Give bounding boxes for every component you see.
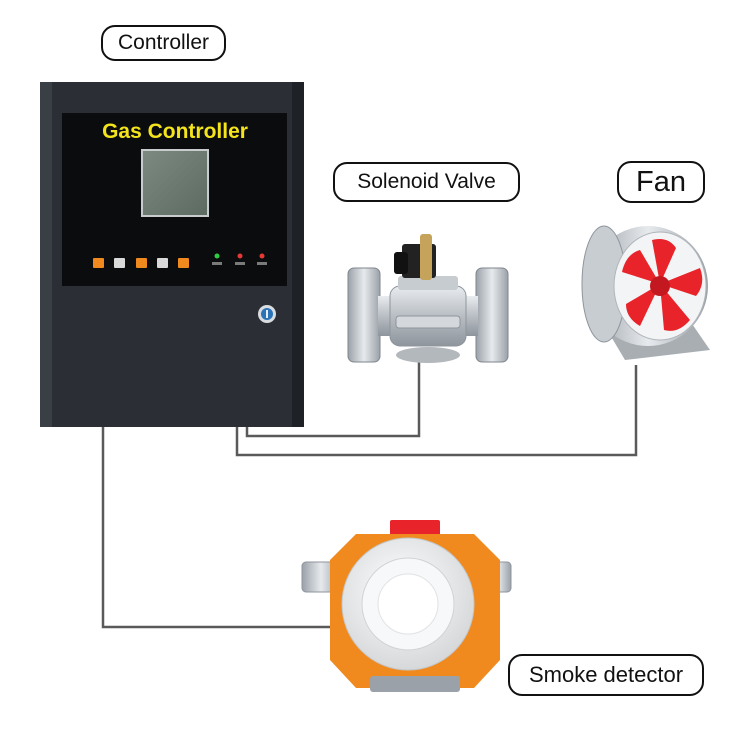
controller-title: Gas Controller [102, 120, 248, 143]
fan-blades [622, 239, 703, 331]
controller-label: Controller [101, 25, 226, 61]
smoke-detector-device [301, 520, 512, 692]
solenoid-valve-device [347, 234, 509, 363]
key-button [157, 258, 168, 268]
wire-controller-to-smoke-detector [101, 425, 345, 629]
axial-fan-device [581, 225, 710, 360]
gas-controller-cabinet [40, 82, 304, 427]
power-indicator [214, 253, 220, 259]
indicator-lights [212, 253, 267, 265]
keypad [93, 258, 189, 268]
wire-controller-to-fan [235, 365, 638, 457]
wires [101, 350, 638, 629]
alarm-indicator [237, 253, 243, 259]
key-up-button [93, 258, 104, 268]
fan-label: Fan [617, 161, 705, 203]
solenoid-valve-label: Solenoid Valve [333, 162, 520, 202]
lock-icon [258, 305, 276, 323]
fault-indicator [259, 253, 265, 259]
key-button [178, 258, 189, 268]
smoke-detector-label: Smoke detector [508, 654, 704, 696]
lcd-display [141, 149, 209, 217]
key-button [114, 258, 125, 268]
wire-controller-to-solenoid-valve [245, 350, 421, 438]
key-down-button [136, 258, 147, 268]
